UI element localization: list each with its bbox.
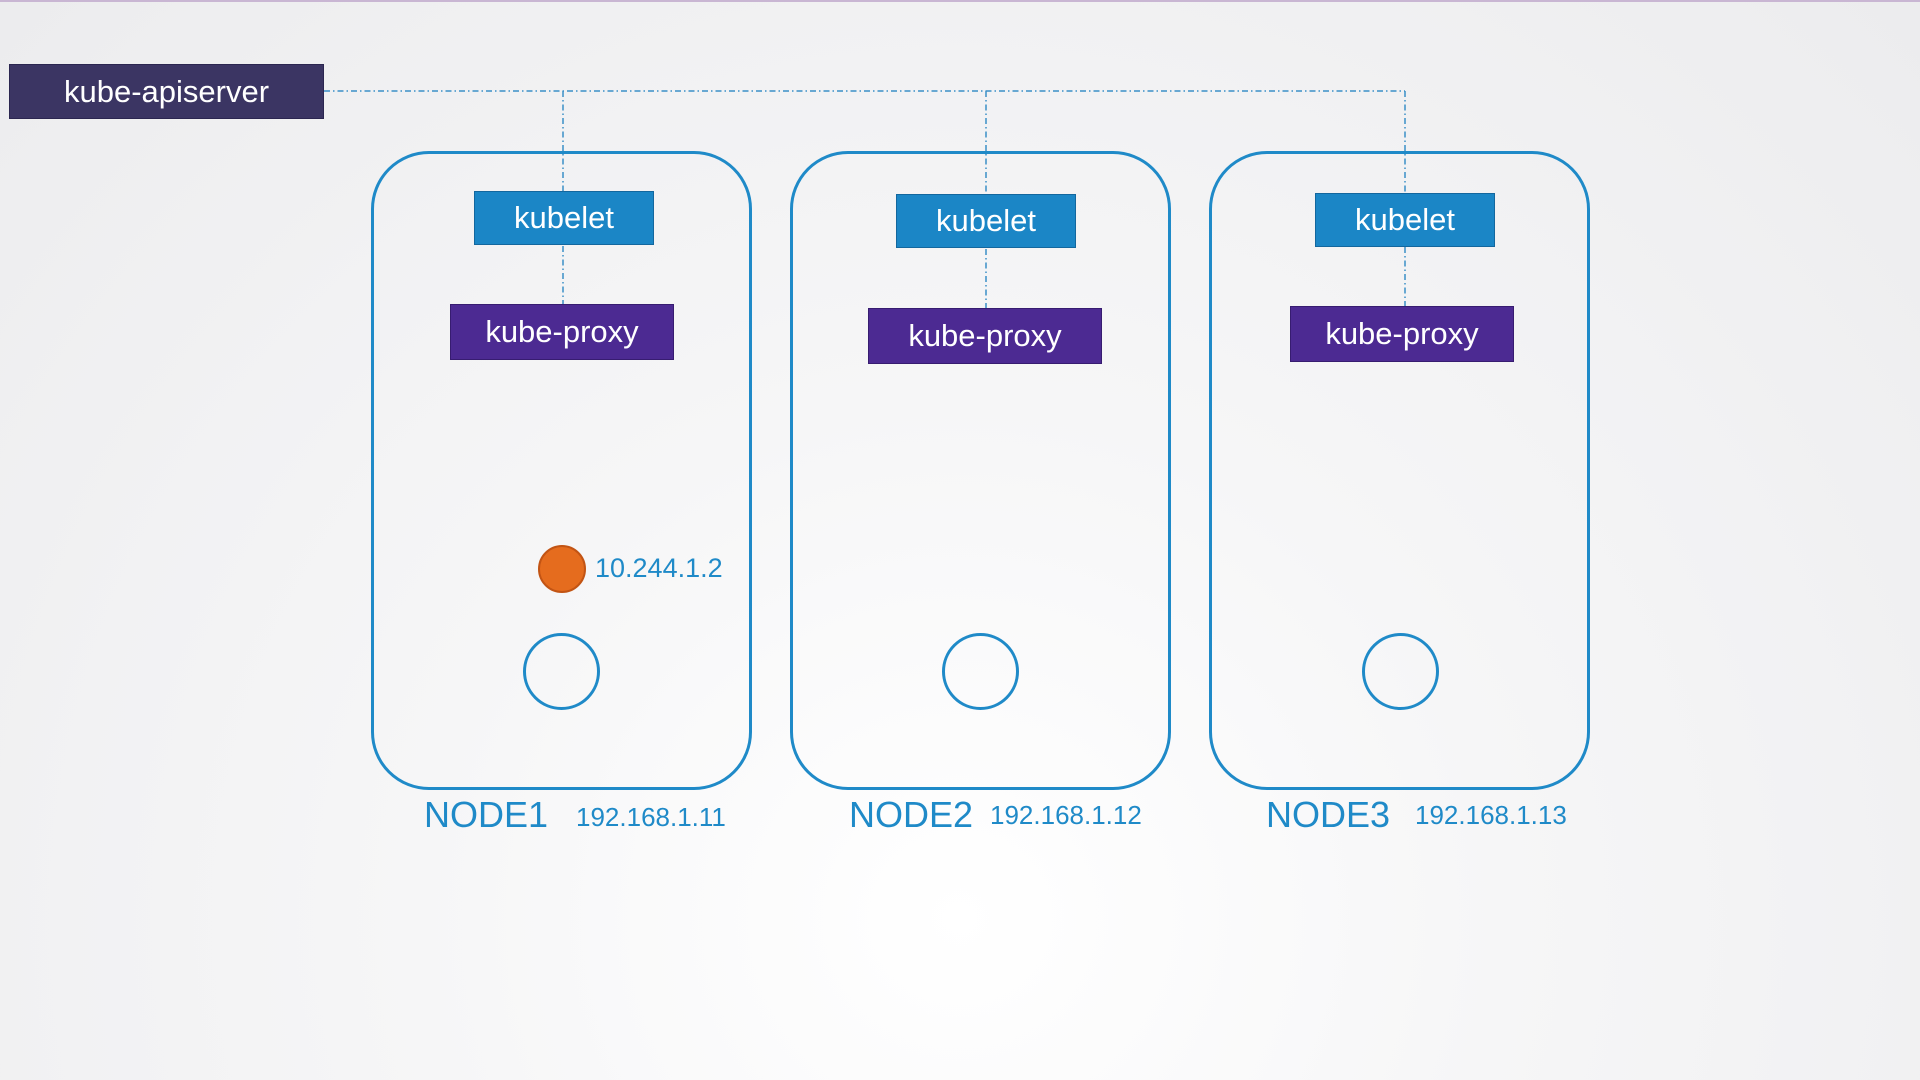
top-edge-line — [0, 0, 1920, 2]
node1-box — [371, 151, 752, 790]
node2-ip: 192.168.1.12 — [990, 800, 1142, 830]
node1-kube-proxy: kube-proxy — [450, 304, 674, 360]
node3-kubelet: kubelet — [1315, 193, 1495, 247]
node1-pod-circle — [523, 633, 600, 710]
node2-kube-proxy-label: kube-proxy — [908, 318, 1062, 353]
node2-pod-circle — [942, 633, 1019, 710]
node3-ip: 192.168.1.13 — [1415, 800, 1567, 830]
node2-name: NODE2 — [849, 794, 974, 835]
kube-apiserver-label: kube-apiserver — [63, 73, 270, 109]
node1-kube-proxy-label: kube-proxy — [485, 314, 639, 349]
node2-box — [790, 151, 1171, 790]
node1-kubelet: kubelet — [474, 191, 654, 245]
node3-kubelet-label: kubelet — [1355, 202, 1455, 237]
node3-kube-proxy-label: kube-proxy — [1325, 316, 1479, 351]
node2-kubelet: kubelet — [896, 194, 1076, 248]
node3-box — [1209, 151, 1590, 790]
node3-name: NODE3 — [1266, 794, 1391, 835]
node2-kubelet-label: kubelet — [936, 203, 1036, 238]
pod-filled-circle — [538, 545, 586, 593]
node1-ip: 192.168.1.11 — [576, 802, 726, 832]
kube-apiserver-box: kube-apiserver — [9, 64, 324, 119]
node1-name: NODE1 — [424, 794, 549, 835]
pod-ip-label: 10.244.1.2 — [595, 553, 723, 583]
node1-kubelet-label: kubelet — [514, 200, 614, 235]
node3-kube-proxy: kube-proxy — [1290, 306, 1514, 362]
node3-pod-circle — [1362, 633, 1439, 710]
node2-kube-proxy: kube-proxy — [868, 308, 1102, 364]
